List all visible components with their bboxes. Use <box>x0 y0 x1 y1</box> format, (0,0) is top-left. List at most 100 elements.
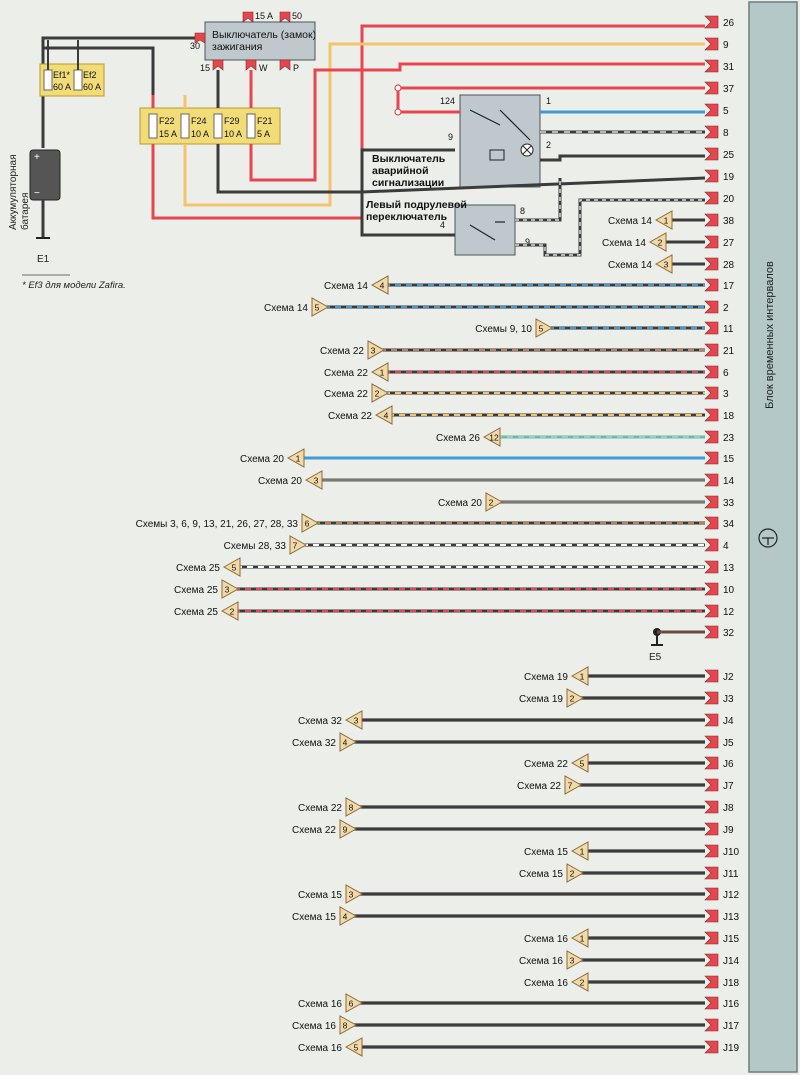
connector-arrow-icon <box>345 797 364 817</box>
pin-connector: J7 <box>704 778 734 792</box>
pin-connector: 20 <box>704 191 735 205</box>
pin-label: J14 <box>723 956 740 967</box>
pin-label: 21 <box>723 346 735 357</box>
connector-arrow-icon <box>339 1015 358 1035</box>
schema-label: Схема 22 <box>324 389 368 400</box>
connector-number: 1 <box>296 454 301 464</box>
ignition-pin-p: P <box>293 63 299 73</box>
fuse-ef1-icon <box>43 69 53 91</box>
hazard-pin-1: 1 <box>546 96 551 106</box>
hazard-label-1: Выключатель <box>372 153 446 165</box>
pin-label: 18 <box>723 411 735 422</box>
pin-label: 27 <box>723 238 735 249</box>
schema-label: Схема 16 <box>298 999 342 1010</box>
pin-connector: J9 <box>704 822 734 836</box>
pin-connector: 23 <box>704 430 735 444</box>
pin-label: 33 <box>723 498 735 509</box>
connector-arrow-icon <box>570 753 589 773</box>
wire-pin-31 <box>249 62 705 182</box>
schema-label: Схема 22 <box>292 825 336 836</box>
pin-label: 14 <box>723 476 735 487</box>
pin-label: J8 <box>723 803 734 814</box>
pin-connector: J12 <box>704 887 740 901</box>
connector-arrow-icon <box>339 732 358 752</box>
pin-connector: 28 <box>704 257 735 271</box>
connector-arrow-icon <box>301 513 320 533</box>
pin-label: J13 <box>723 912 740 923</box>
ground-symbol-icon <box>758 528 778 548</box>
wire-pin-25 <box>540 154 705 162</box>
ignition-pin-15: 15 <box>200 63 210 73</box>
schema-label: Схемы 3, 6, 9, 13, 21, 26, 27, 28, 33 <box>136 519 299 530</box>
connector-number: 12 <box>489 433 499 443</box>
pin-label: 23 <box>723 433 735 444</box>
schema-label: Схема 19 <box>524 672 568 683</box>
pin-label: 8 <box>723 128 729 139</box>
connector-number: 6 <box>305 519 310 529</box>
connector-number: 7 <box>568 781 573 791</box>
ground-e1-label: E1 <box>37 254 50 265</box>
pin-label: 37 <box>723 84 735 95</box>
pin-label: J15 <box>723 934 740 945</box>
pin-connector: 14 <box>704 473 735 487</box>
pin-connector: 6 <box>704 365 729 379</box>
schema-label: Схемы 28, 33 <box>224 541 287 552</box>
schema-label: Схема 14 <box>608 260 652 271</box>
fuse-rating: 5 A <box>257 129 270 139</box>
connector-number: 3 <box>349 890 354 900</box>
schema-label: Схема 20 <box>258 476 302 487</box>
connector-number: 2 <box>570 694 575 704</box>
schema-label: Схемы 9, 10 <box>475 324 532 335</box>
connector-number: 5 <box>539 324 544 334</box>
pin-label: 38 <box>723 216 735 227</box>
schema-label: Схема 15 <box>524 847 568 858</box>
pin-connector: J14 <box>704 953 740 967</box>
connector-number: 1 <box>380 368 385 378</box>
fuse-block <box>139 107 281 145</box>
connector-arrow-icon <box>289 535 308 555</box>
fuse-name: F24 <box>191 116 207 126</box>
pin-connector: 13 <box>704 560 735 574</box>
connector-number: 3 <box>225 585 230 595</box>
connector-number: 2 <box>658 238 663 248</box>
connector-arrow-icon <box>566 863 585 883</box>
fuse-ef1-rating: 60 A <box>53 82 71 92</box>
pin-connector: 3 <box>704 386 729 400</box>
connector-number: 5 <box>232 563 237 573</box>
pin-connector: J8 <box>704 800 734 814</box>
ignition-title-2: зажигания <box>212 41 262 53</box>
pin-label: J7 <box>723 781 734 792</box>
pin-column: 2693137582519203827281721121631823151433… <box>704 15 740 1054</box>
pin-connector: 11 <box>704 321 734 335</box>
pin-connector: 9 <box>704 37 729 51</box>
fuse-icon <box>148 113 158 139</box>
pin-connector: J6 <box>704 756 734 770</box>
pin-label: 3 <box>723 389 729 400</box>
schema-label: Схема 14 <box>608 216 652 227</box>
ignition-pin-50: 50 <box>292 11 302 21</box>
fuse-ef2-name: Ef2 <box>83 70 97 80</box>
connector-number: 4 <box>380 281 385 291</box>
connector-arrow-icon <box>311 297 330 317</box>
connector-arrow-icon <box>485 492 504 512</box>
pin-label: 12 <box>723 607 735 618</box>
pin-label: 32 <box>723 628 735 639</box>
pin-label: 19 <box>723 172 735 183</box>
schema-label: Схема 16 <box>292 1021 336 1032</box>
connector-number: 1 <box>580 672 585 682</box>
